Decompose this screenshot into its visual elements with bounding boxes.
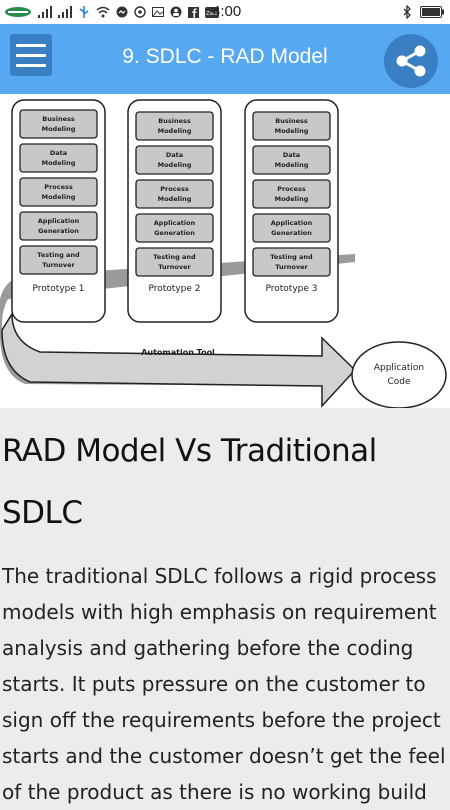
phase-label: Process xyxy=(44,183,73,191)
phase-label: Modeling xyxy=(158,195,192,203)
page-title: 9. SDLC - RAD Model xyxy=(122,45,328,68)
application-code-node xyxy=(351,341,447,409)
phase-label: Turnover xyxy=(42,261,75,269)
person-icon xyxy=(170,6,182,18)
phase-box xyxy=(19,245,98,275)
phase-box xyxy=(252,179,331,209)
application-code-label-line1: Application xyxy=(374,363,424,373)
status-time: 4:00 xyxy=(212,3,242,20)
application-code-label-line2: Code xyxy=(387,377,411,387)
wifi-icon xyxy=(96,6,110,18)
phase-label: Business xyxy=(275,117,308,125)
phase-box xyxy=(252,145,331,175)
article: RAD Model Vs Traditional SDLC The tradit… xyxy=(0,408,450,810)
phase-box xyxy=(135,179,214,209)
photo-icon xyxy=(152,7,164,17)
rad-model-diagram: Automation Tool Application Code Busines… xyxy=(0,94,450,409)
article-heading: RAD Model Vs Traditional SDLC xyxy=(2,433,377,531)
phase-label: Process xyxy=(160,185,189,193)
phase-box xyxy=(252,111,331,141)
signal-icon xyxy=(58,6,72,18)
automation-tool-label: Automation Tool xyxy=(141,348,215,357)
phase-label: Modeling xyxy=(158,127,192,135)
facebook-icon xyxy=(188,6,199,18)
phase-label: Generation xyxy=(38,227,79,235)
status-bar-left-icons: Zalo xyxy=(0,6,219,18)
hamburger-menu-icon xyxy=(16,43,46,47)
phase-label: Testing and xyxy=(153,253,196,261)
phase-label: Generation xyxy=(271,229,312,237)
carrier-logo-icon xyxy=(5,7,31,17)
svg-text:Zalo: Zalo xyxy=(206,11,219,17)
phase-label: Application xyxy=(38,217,80,225)
prototype-label: Prototype 2 xyxy=(148,284,200,294)
phase-label: Process xyxy=(277,185,306,193)
phase-label: Data xyxy=(283,151,300,159)
phase-box xyxy=(252,247,331,277)
phase-label: Data xyxy=(166,151,183,159)
phase-box xyxy=(19,177,98,207)
phase-label: Modeling xyxy=(42,159,76,167)
phase-label: Generation xyxy=(154,229,195,237)
battery-icon xyxy=(420,6,444,18)
article-paragraph: The traditional SDLC follows a rigid pro… xyxy=(2,564,446,804)
prototype-label: Prototype 3 xyxy=(265,284,317,294)
app-bar: 9. SDLC - RAD Model xyxy=(0,24,450,94)
hamburger-menu-icon-line xyxy=(16,63,46,67)
phase-label: Modeling xyxy=(275,195,309,203)
phase-label: Modeling xyxy=(158,161,192,169)
phase-box xyxy=(19,143,98,173)
phase-label: Business xyxy=(42,115,75,123)
phase-label: Business xyxy=(158,117,191,125)
phase-box xyxy=(135,111,214,141)
messenger-icon xyxy=(116,6,128,18)
phase-label: Application xyxy=(271,219,313,227)
phase-label: Modeling xyxy=(275,127,309,135)
phase-label: Modeling xyxy=(42,125,76,133)
rad-model-diagram-svg: Automation Tool Application Code Busines… xyxy=(0,99,447,409)
hamburger-menu-icon-line xyxy=(16,53,46,57)
phase-box xyxy=(135,145,214,175)
status-bar-right-icons xyxy=(402,0,444,24)
phase-box xyxy=(19,211,98,241)
phase-label: Modeling xyxy=(42,193,76,201)
signal-icon xyxy=(38,6,52,18)
usb-icon xyxy=(79,6,89,18)
phase-box xyxy=(135,247,214,277)
phase-box xyxy=(252,213,331,243)
phase-box xyxy=(19,109,98,139)
phase-label: Data xyxy=(50,149,67,157)
phase-label: Modeling xyxy=(275,161,309,169)
phase-label: Application xyxy=(154,219,196,227)
bluetooth-icon xyxy=(403,5,411,19)
zalo-icon: Zalo xyxy=(205,6,219,18)
menu-button[interactable] xyxy=(10,34,52,76)
phase-label: Testing and xyxy=(37,251,80,259)
ball-icon xyxy=(134,6,146,18)
phase-label: Turnover xyxy=(158,263,191,271)
share-button[interactable] xyxy=(384,34,438,88)
phase-box xyxy=(135,213,214,243)
phase-label: Testing and xyxy=(270,253,313,261)
status-bar: Zalo 4:00 xyxy=(0,0,450,24)
prototype-label: Prototype 1 xyxy=(32,284,84,294)
phase-label: Turnover xyxy=(275,263,308,271)
share-icon xyxy=(396,45,426,77)
